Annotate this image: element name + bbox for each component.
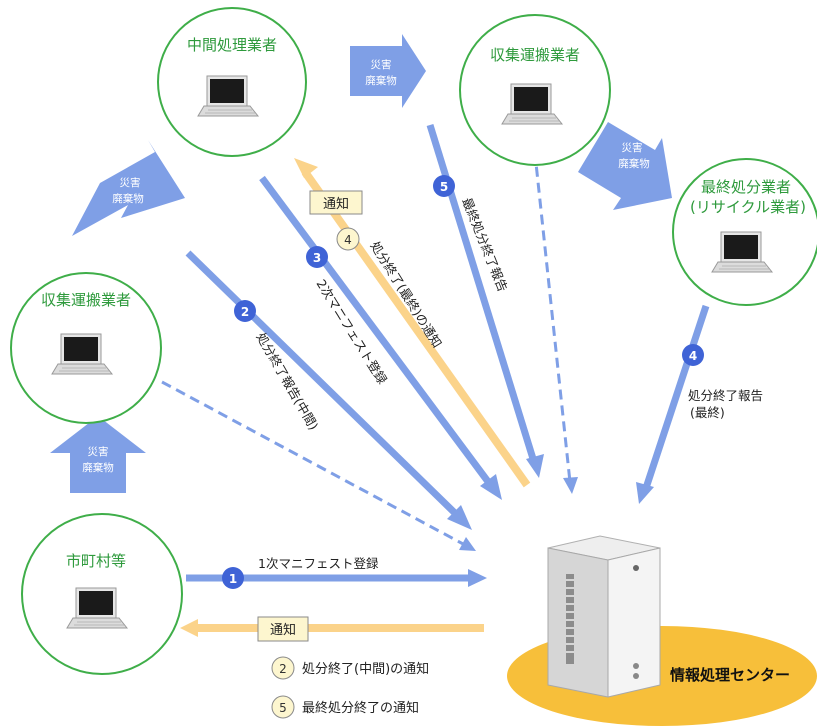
- node-final-label-2: (リサイクル業者): [690, 198, 806, 216]
- badge-2: 2: [234, 300, 256, 322]
- flow-label-1: 1次マニフェスト登録: [258, 556, 379, 571]
- svg-text:1: 1: [229, 572, 237, 586]
- node-collector-top-label: 収集運搬業者: [490, 46, 580, 64]
- notify-box-top-label: 通知: [323, 196, 349, 212]
- badge-4-report: 4: [682, 344, 704, 366]
- badge-1: 1: [222, 567, 244, 589]
- waste-arrow-right: 災害 廃棄物: [578, 122, 672, 210]
- badge-3: 3: [306, 246, 328, 268]
- legend-item-2-text: 処分終了(中間)の通知: [302, 661, 429, 677]
- arrowhead-2: [447, 505, 472, 530]
- arrowhead-5: [526, 454, 544, 478]
- node-municipality: 市町村等: [21, 513, 183, 675]
- node-collector-top: 収集運搬業者: [459, 14, 611, 166]
- server-icon: [547, 535, 661, 698]
- arrowhead-4-notice: [294, 158, 318, 178]
- svg-text:4: 4: [689, 349, 697, 363]
- waste-arrow-left-line2: 廃棄物: [82, 461, 114, 474]
- waste-arrow-top-line2: 廃棄物: [365, 74, 397, 87]
- legend-item-2: 2 処分終了(中間)の通知: [271, 656, 429, 680]
- flow-line-2: [185, 250, 463, 521]
- waste-arrow-top-line1: 災害: [371, 58, 392, 71]
- waste-arrow-top: 災害 廃棄物: [350, 34, 426, 108]
- arrowhead-1: [468, 569, 487, 587]
- legend-item-5-text: 最終処分終了の通知: [302, 700, 419, 716]
- svg-text:5: 5: [279, 701, 287, 715]
- waste-arrow-diag-line2: 廃棄物: [112, 192, 144, 205]
- node-intermediate: 中間処理業者: [157, 7, 307, 157]
- waste-arrow-left-line1: 災害: [88, 445, 109, 458]
- flow-line-3: [259, 175, 495, 490]
- center-label: 情報処理センター: [670, 666, 790, 684]
- dashed-line-left: [161, 380, 466, 547]
- waste-arrow-right-line1: 災害: [622, 141, 643, 154]
- node-municipality-label: 市町村等: [66, 552, 126, 570]
- notify-box-bottom-label: 通知: [270, 622, 296, 638]
- waste-arrow-diag: 災害 廃棄物: [72, 140, 185, 236]
- svg-text:4: 4: [344, 233, 352, 247]
- notify-box-top: 通知: [309, 190, 363, 215]
- flow-line-4-report: [642, 304, 710, 490]
- badge-5: 5: [433, 175, 455, 197]
- node-collector-left: 収集運搬業者: [10, 272, 162, 424]
- waste-arrow-left: 災害 廃棄物: [50, 416, 146, 493]
- legend-item-5: 5 最終処分終了の通知: [271, 695, 419, 719]
- node-final-disposer: 最終処分業者 (リサイクル業者): [672, 158, 817, 306]
- flow-label-4-report-2: (最終): [690, 405, 725, 420]
- dashed-line-top: [531, 134, 572, 483]
- waste-arrow-right-line2: 廃棄物: [618, 157, 650, 170]
- notice-arrowhead-bottom: [180, 619, 198, 637]
- badge-4-notice: 4: [336, 227, 360, 251]
- waste-arrow-diag-line1: 災害: [120, 176, 141, 189]
- arrowhead-3: [480, 474, 502, 500]
- arrowhead-4-report: [636, 482, 654, 504]
- svg-text:5: 5: [440, 180, 448, 194]
- node-intermediate-label: 中間処理業者: [187, 36, 277, 54]
- flow-line-4-notice: [301, 169, 531, 488]
- node-collector-left-label: 収集運搬業者: [41, 291, 131, 309]
- node-final-label-1: 最終処分業者: [701, 178, 791, 196]
- svg-text:3: 3: [313, 251, 321, 265]
- notify-box-bottom: 通知: [257, 616, 309, 642]
- svg-text:2: 2: [279, 662, 287, 676]
- flow-label-4-report-1: 処分終了報告: [688, 388, 763, 403]
- dashed-arrowhead-top: [563, 477, 578, 494]
- dashed-arrowhead-left: [459, 537, 476, 551]
- svg-text:2: 2: [241, 305, 249, 319]
